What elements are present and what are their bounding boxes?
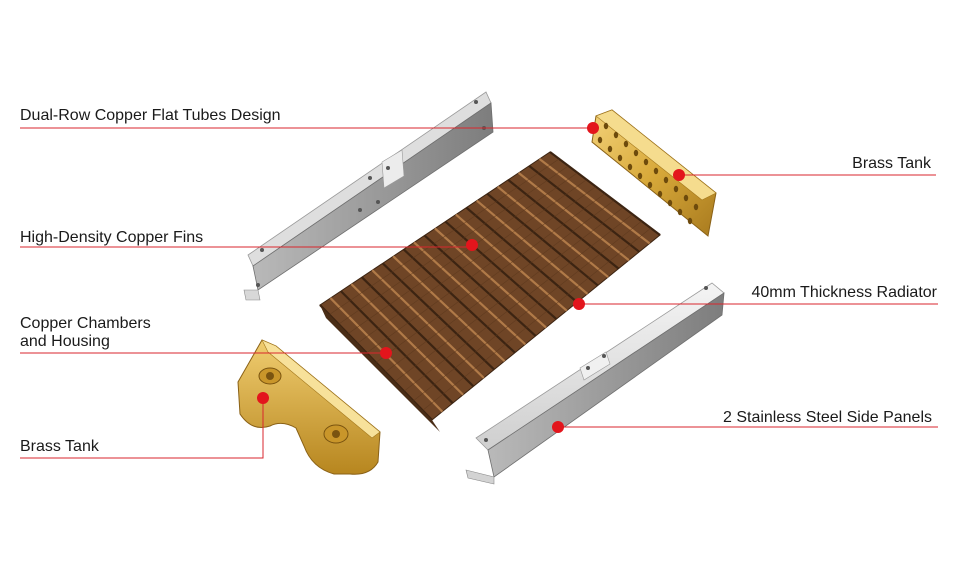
tank-hole bbox=[653, 167, 659, 175]
tank-hole bbox=[693, 203, 699, 211]
dot-steel-panels bbox=[552, 421, 564, 433]
tank-hole bbox=[613, 131, 619, 139]
copper-fin-ridge bbox=[385, 200, 615, 373]
copper-fin-ridge bbox=[366, 186, 597, 354]
callout-leaders bbox=[20, 122, 938, 459]
tank-hole bbox=[597, 136, 603, 144]
steel-side-panel-bottom bbox=[465, 282, 725, 485]
copper-fin-ridge bbox=[357, 179, 587, 344]
tank-hole bbox=[637, 172, 643, 180]
steel-side-panel-top bbox=[243, 91, 494, 301]
label-thickness: 40mm Thickness Radiator bbox=[751, 284, 937, 301]
copper-fin-ridge bbox=[394, 207, 624, 382]
tank-hole bbox=[623, 140, 629, 148]
brass-tank-bottom bbox=[237, 339, 381, 475]
copper-fin-ridge bbox=[329, 158, 560, 315]
tank-hole bbox=[647, 181, 653, 189]
tank-hole bbox=[607, 145, 613, 153]
dot-dual-row-tubes bbox=[587, 122, 599, 134]
dot-high-density-fins bbox=[466, 239, 478, 251]
tank-hole bbox=[687, 217, 693, 225]
label-brass-tank-bottom: Brass Tank bbox=[20, 438, 99, 455]
copper-fin-core bbox=[319, 151, 661, 432]
tank-hole bbox=[633, 149, 639, 157]
brass-tank-top bbox=[591, 109, 717, 237]
tank-hole bbox=[603, 122, 609, 130]
tank-hole bbox=[643, 158, 649, 166]
label-copper-chambers-line1: Copper Chambers bbox=[20, 315, 151, 332]
copper-fin-ridge bbox=[375, 193, 606, 363]
dot-brass-tank-bottom bbox=[257, 392, 269, 404]
label-brass-tank-top: Brass Tank bbox=[852, 155, 931, 172]
tank-hole bbox=[673, 185, 679, 193]
copper-fin-ridge bbox=[422, 227, 652, 411]
copper-fin-ridge bbox=[413, 220, 642, 402]
copper-fin-ridge bbox=[403, 214, 633, 392]
tank-hole bbox=[667, 199, 673, 207]
tank-hole bbox=[657, 190, 663, 198]
label-dual-row-tubes: Dual-Row Copper Flat Tubes Design bbox=[20, 107, 281, 124]
copper-fin-ridge bbox=[347, 172, 578, 334]
tank-hole bbox=[617, 154, 623, 162]
dot-brass-tank-top bbox=[673, 169, 685, 181]
label-steel-panels: 2 Stainless Steel Side Panels bbox=[722, 409, 932, 426]
tank-hole bbox=[663, 176, 669, 184]
dot-thickness bbox=[573, 298, 585, 310]
leader-brass-tank-bottom bbox=[20, 398, 264, 459]
tank-hole bbox=[627, 163, 633, 171]
label-high-density-fins: High-Density Copper Fins bbox=[20, 229, 204, 246]
tank-hole bbox=[677, 208, 683, 216]
tank-hole bbox=[683, 194, 689, 202]
copper-fin-ridge bbox=[338, 165, 569, 325]
label-copper-chambers-line2: and Housing bbox=[20, 333, 110, 350]
dot-copper-chambers bbox=[380, 347, 392, 359]
